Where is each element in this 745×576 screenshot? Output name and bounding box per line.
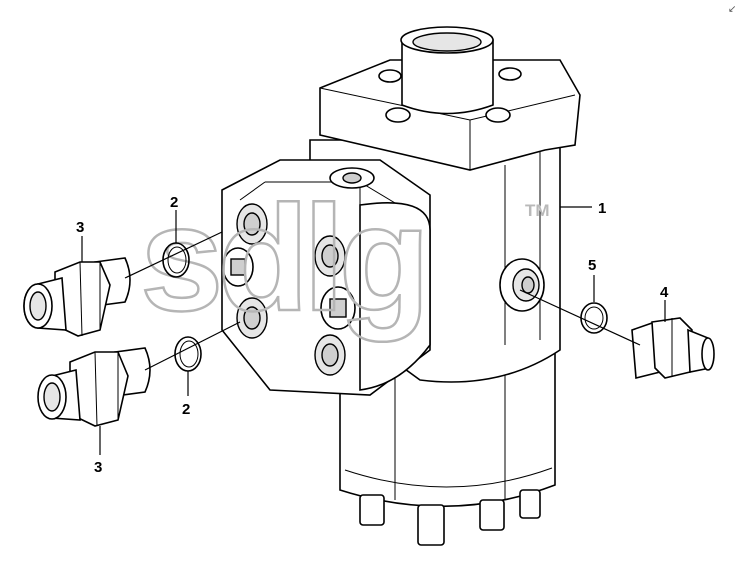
callout-1: 1 (598, 200, 606, 217)
adapter-lower (37, 347, 151, 427)
leader-lines (81, 206, 666, 455)
steering-unit (221, 26, 581, 546)
callout-3-upper: 3 (76, 219, 84, 236)
callout-5: 5 (588, 257, 596, 274)
callout-4: 4 (660, 284, 669, 301)
watermark-logo: sdlg (140, 174, 424, 342)
callouts: 1 2 2 3 3 4 5 ↙ (76, 4, 736, 476)
watermark: sdlg TM (139, 173, 550, 344)
adapter-upper (23, 257, 131, 337)
callout-2-upper: 2 (170, 194, 178, 211)
corner-mark: ↙ (728, 4, 736, 15)
adapter-right (631, 317, 715, 380)
o-ring-lower (174, 336, 202, 372)
callout-2-lower: 2 (182, 401, 190, 418)
watermark-trademark: TM (525, 201, 550, 220)
callout-3-lower: 3 (94, 459, 102, 476)
